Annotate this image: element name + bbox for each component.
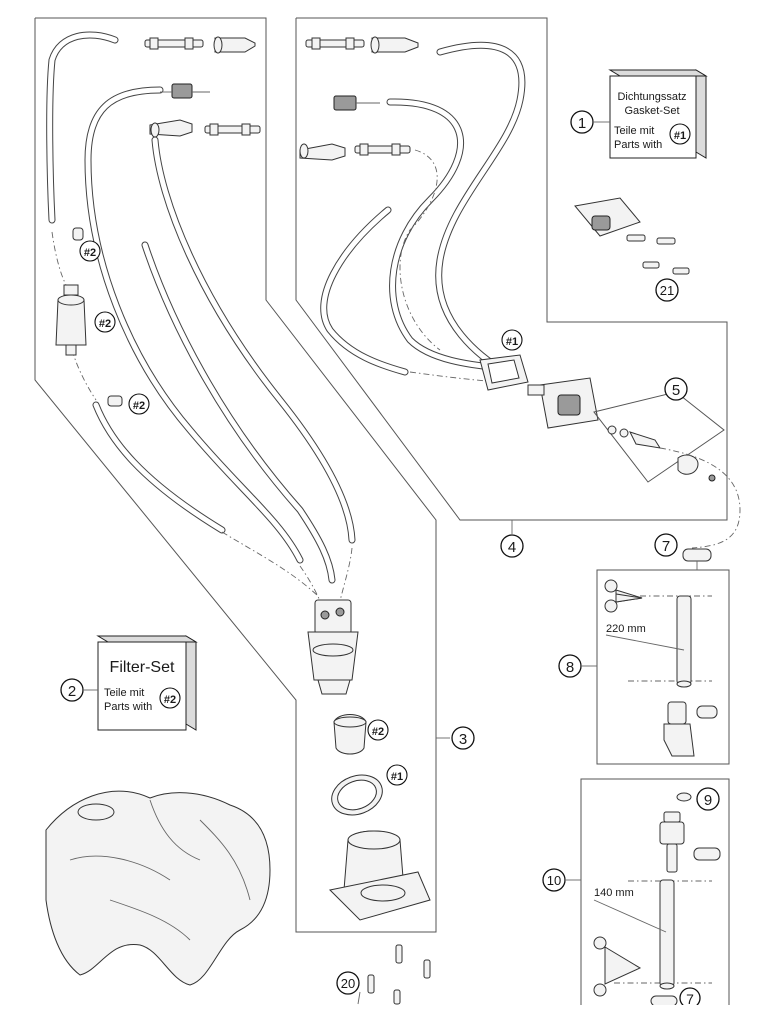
svg-text:#2: #2 <box>84 247 96 259</box>
electrical-plug-top <box>160 83 210 99</box>
hose-clamp-7 <box>682 548 712 570</box>
hose-10 <box>659 879 675 990</box>
svg-text:3: 3 <box>459 731 467 748</box>
o-ring-9 <box>676 792 692 802</box>
pump-flange <box>328 830 431 921</box>
svg-text:#1: #1 <box>506 336 518 348</box>
ref-2-pump-ring: #2 <box>367 719 389 741</box>
ref-2-filter-box: #2 <box>159 687 181 709</box>
svg-text:21: 21 <box>660 283 674 298</box>
filter-set-line3: Teile mit <box>104 687 144 699</box>
angle-connector-8 <box>663 701 718 757</box>
callout-9: 9 <box>696 787 720 811</box>
ref-1-tank-connector: #1 <box>501 329 523 351</box>
hose-clamp-2 <box>107 395 123 407</box>
fuel-tank <box>45 790 271 986</box>
pump-filter-ring <box>333 714 367 755</box>
screw-set-20 <box>367 944 431 1005</box>
fuel-filter <box>55 284 87 356</box>
svg-text:#1: #1 <box>391 771 403 783</box>
fuel-pump <box>307 599 359 695</box>
svg-text:5: 5 <box>672 382 680 399</box>
svg-text:8: 8 <box>566 659 574 676</box>
sensor-unit <box>574 197 641 237</box>
callout-1: 1 <box>570 110 594 134</box>
svg-text:4: 4 <box>508 539 516 556</box>
callout-4: 4 <box>500 534 524 558</box>
group-5-outline <box>593 391 725 483</box>
scissors-8 <box>604 579 643 613</box>
gasket-set-line4: Parts with <box>614 139 662 151</box>
hose-clamp-1 <box>72 227 84 241</box>
svg-text:10: 10 <box>547 873 561 888</box>
electrical-plug-right <box>333 95 380 111</box>
svg-text:2: 2 <box>68 683 76 700</box>
group-4-outline <box>295 17 728 521</box>
quick-connector-right-top <box>305 36 419 54</box>
gasket-set-line3: Teile mit <box>614 125 654 137</box>
ref-2-clamp-2: #2 <box>128 393 150 415</box>
breather-hose-1 <box>84 86 304 564</box>
hose-8-length: 220 mm <box>606 623 646 635</box>
callout-7-top: 7 <box>654 533 678 557</box>
svg-text:1: 1 <box>578 115 586 132</box>
gasket-set-line2: Gasket-Set <box>624 105 679 117</box>
svg-text:#2: #2 <box>372 726 384 738</box>
straight-connector-10 <box>659 811 721 873</box>
filter-set-box <box>96 635 198 731</box>
svg-text:#2: #2 <box>164 694 176 706</box>
svg-text:7: 7 <box>662 538 670 555</box>
ref-1-pump-gasket: #1 <box>386 764 408 786</box>
callout-7-bottom: 7 <box>679 987 701 1009</box>
tank-connector-flange <box>527 377 599 429</box>
callout-8: 8 <box>558 654 582 678</box>
scissors-10 <box>593 936 642 997</box>
callout-21: 21 <box>655 278 679 302</box>
svg-text:9: 9 <box>704 792 712 809</box>
screw-set-21 <box>626 234 690 275</box>
fuel-hose-lower-left <box>92 401 226 534</box>
quick-connector-top <box>144 36 256 54</box>
callout-2: 2 <box>60 678 84 702</box>
svg-text:20: 20 <box>341 976 355 991</box>
dash-hose-to-filter <box>51 231 71 293</box>
pump-gasket <box>331 774 383 816</box>
ref-1-gasket-box: #1 <box>669 123 691 145</box>
gasket-set-box <box>608 69 708 159</box>
callout-3: 3 <box>451 726 475 750</box>
callout-5: 5 <box>664 377 688 401</box>
svg-text:#2: #2 <box>133 400 145 412</box>
quick-connector-middle <box>149 119 261 138</box>
hose-8 <box>676 595 692 688</box>
hose-10-length: 140 mm <box>594 887 634 899</box>
svg-text:7: 7 <box>686 991 694 1005</box>
svg-text:#1: #1 <box>674 130 686 142</box>
svg-text:#2: #2 <box>99 318 111 330</box>
hose-clamp-7-bottom <box>650 995 678 1007</box>
filter-set-title: Filter-Set <box>110 659 175 676</box>
gasket-set-line1: Dichtungssatz <box>617 91 686 103</box>
quick-connector-right-lower <box>299 143 411 161</box>
ref-2-filter: #2 <box>94 311 116 333</box>
ref-2-clamp-1: #2 <box>79 240 101 262</box>
tank-connector-gasket <box>479 354 529 391</box>
group-8-outline <box>596 569 730 765</box>
filter-set-line4: Parts with <box>104 701 152 713</box>
group-10-outline <box>580 778 730 1010</box>
group-3-outline <box>34 17 437 933</box>
callout-20: 20 <box>336 971 360 995</box>
fuel-hose-left <box>46 31 119 224</box>
callout-10: 10 <box>542 868 566 892</box>
